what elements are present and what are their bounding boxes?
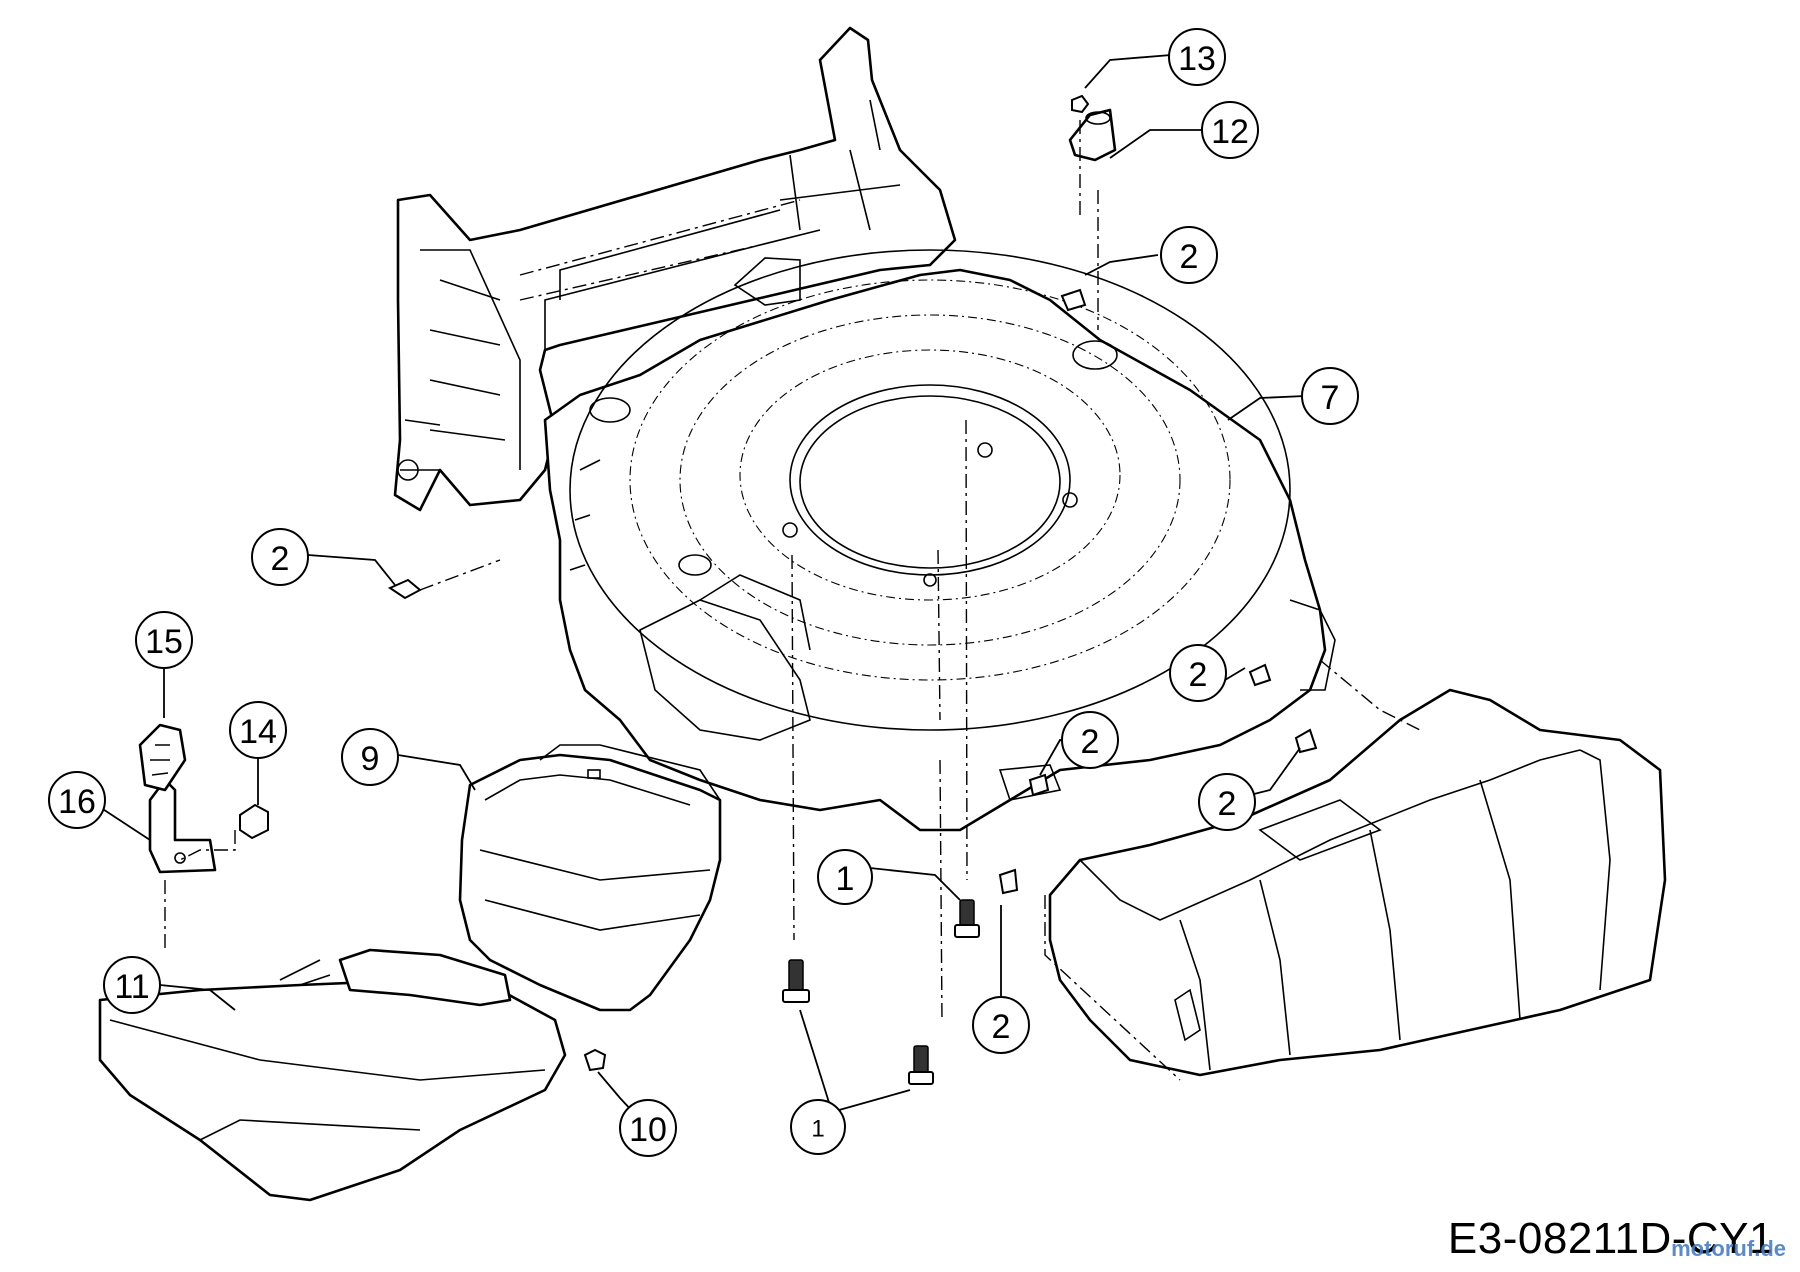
callout-2-c: 2 <box>1169 644 1227 702</box>
callout-2-e: 2 <box>1198 773 1256 831</box>
callout-2-a: 2 <box>251 528 309 586</box>
callout-10: 10 <box>619 1099 677 1157</box>
screw-2-b <box>1060 288 1087 312</box>
svg-text:1: 1 <box>811 1116 824 1143</box>
svg-text:2: 2 <box>1180 238 1199 276</box>
callout-2-b: 2 <box>1160 226 1218 284</box>
mulch-plug <box>458 744 722 1012</box>
side-discharge-cover <box>1048 688 1667 1077</box>
screw-2-d <box>1028 773 1050 797</box>
callout-1-a: 1 <box>817 849 873 905</box>
svg-text:12: 12 <box>1211 113 1249 151</box>
nut-10 <box>583 1048 607 1072</box>
callout-7: 7 <box>1301 367 1359 425</box>
part-12 <box>1068 108 1117 162</box>
cap-15 <box>138 723 187 792</box>
callout-2-d: 2 <box>1061 711 1119 769</box>
mower-deck <box>543 249 1336 832</box>
nut-14 <box>239 803 269 840</box>
screw-2-e <box>1294 728 1318 754</box>
diagram-code: E3-08211D-CY1 <box>1447 1214 1774 1263</box>
svg-text:10: 10 <box>629 1111 667 1149</box>
svg-text:2: 2 <box>271 540 290 578</box>
callout-11: 11 <box>103 956 161 1014</box>
screw-2-f <box>998 868 1019 895</box>
callout-15: 15 <box>135 611 193 669</box>
assembly-lines <box>164 120 1421 1081</box>
svg-text:13: 13 <box>1178 40 1216 78</box>
screw-2-c <box>1248 663 1272 687</box>
callout-2-f: 2 <box>972 996 1030 1054</box>
handle-bracket <box>393 26 957 512</box>
svg-text:11: 11 <box>114 968 149 1006</box>
svg-text:15: 15 <box>145 623 183 661</box>
svg-text:9: 9 <box>361 740 380 778</box>
callout-12: 12 <box>1201 101 1259 159</box>
svg-text:2: 2 <box>1189 656 1208 694</box>
watermark-logo: motoruf.de <box>1671 1236 1786 1261</box>
callout-1-b: 1 <box>790 1099 846 1155</box>
bolt-1-a <box>782 959 810 1003</box>
svg-text:7: 7 <box>1321 379 1340 417</box>
callout-14: 14 <box>229 701 287 759</box>
svg-text:14: 14 <box>239 713 277 751</box>
screw-2-a <box>387 578 422 600</box>
callout-13: 13 <box>1168 28 1226 86</box>
callout-16: 16 <box>48 771 106 829</box>
svg-text:2: 2 <box>992 1008 1011 1046</box>
callout-9: 9 <box>341 728 399 786</box>
svg-text:2: 2 <box>1081 723 1100 761</box>
svg-text:2: 2 <box>1218 785 1237 823</box>
svg-text:1: 1 <box>836 860 855 898</box>
svg-text:16: 16 <box>58 783 96 821</box>
bolt-1-b <box>954 899 980 938</box>
grass-catcher-lid <box>98 948 567 1202</box>
bolt-13 <box>1071 94 1090 114</box>
bolt-1-c <box>908 1045 934 1085</box>
